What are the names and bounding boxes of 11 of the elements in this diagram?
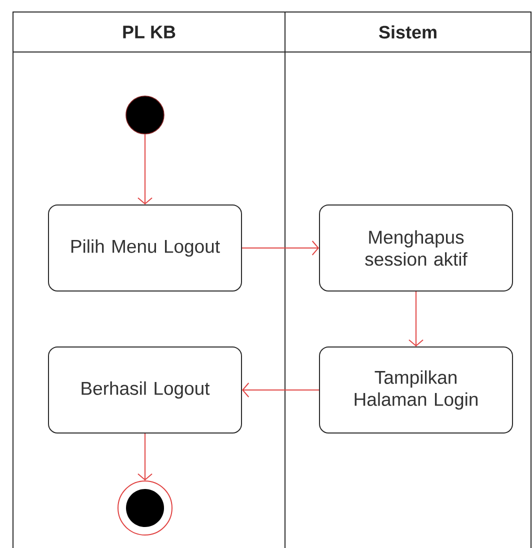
end-node: [118, 480, 172, 536]
action-box: Menghapus session aktif: [319, 204, 513, 292]
arrow: [138, 433, 152, 480]
arrow: [408, 291, 424, 346]
action-box: Berhasil Logout: [48, 346, 242, 434]
action-box: Tampilkan Halaman Login: [319, 346, 513, 434]
arrow: [242, 382, 320, 398]
start-node: [126, 96, 164, 134]
arrow: [242, 240, 319, 256]
action-box: Pilih Menu Logout: [48, 204, 242, 292]
arrow: [138, 134, 152, 204]
